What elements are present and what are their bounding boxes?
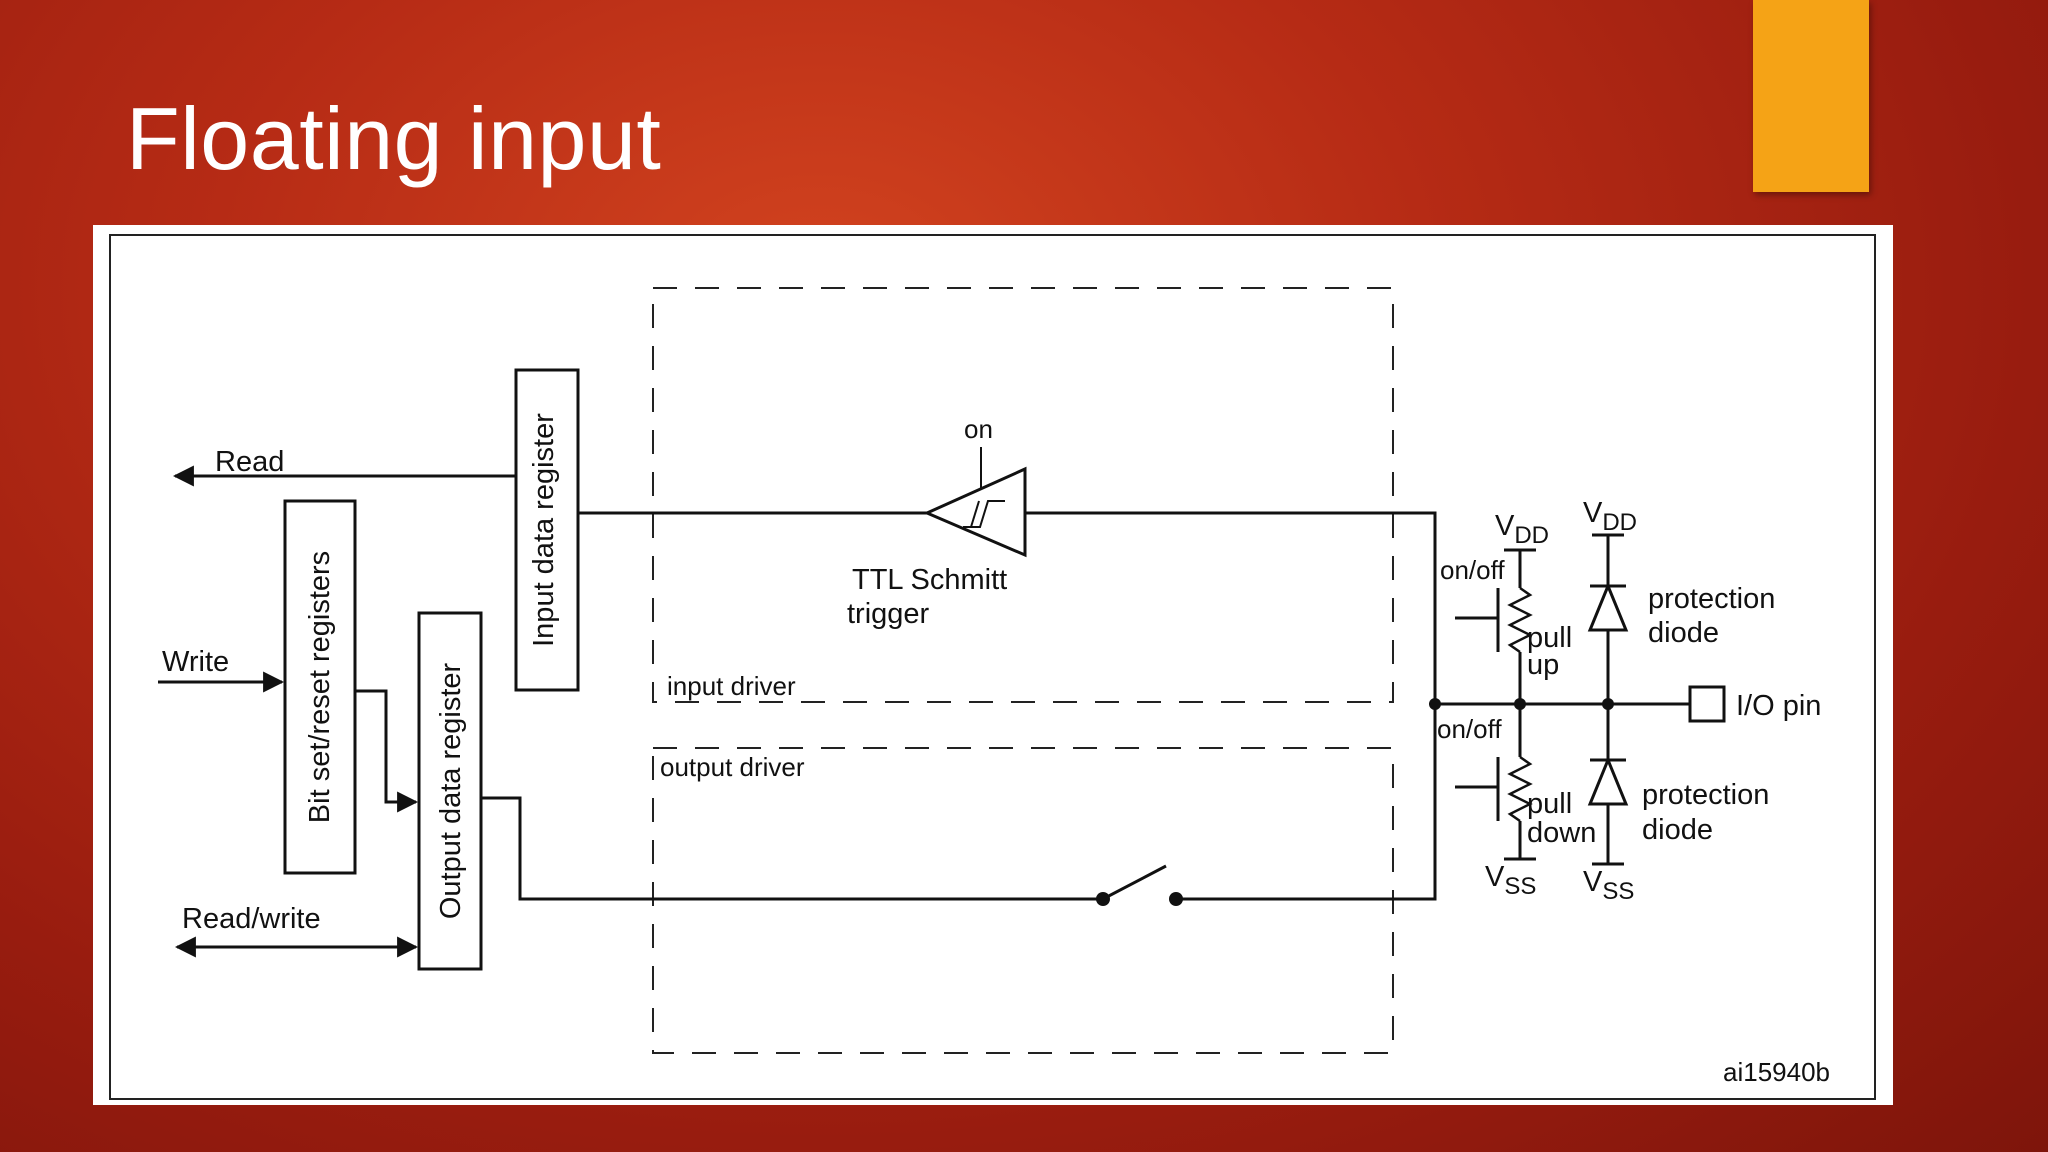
input-driver-label: input driver [667, 671, 796, 701]
bsrr-to-odr-line [355, 689, 419, 813]
bottom-diode-label-2: diode [1642, 814, 1713, 846]
switch-contact-left [1096, 892, 1110, 906]
accent-bar [1753, 0, 1869, 192]
bit-set-reset-registers [283, 499, 357, 875]
figure-panel: Input data register Bit set/reset regist… [93, 225, 1893, 1105]
vss-pulldown-label: VSS [1485, 861, 1536, 900]
input-data-register [514, 368, 580, 692]
bottom-protection-diode [1587, 756, 1629, 806]
pullup-onoff-label: on/off [1440, 555, 1505, 585]
output-switch [1102, 864, 1167, 901]
write-label: Write [162, 646, 229, 678]
schmitt-label-1: TTL Schmitt [852, 564, 1007, 596]
pulldown-label-1: pull [1527, 788, 1572, 820]
figure-code: ai15940b [1723, 1057, 1830, 1087]
io-circuit-diagram: Input data register Bit set/reset regist… [109, 234, 1876, 1100]
vdd-diode-label: VDD [1583, 497, 1637, 536]
bus-node-1 [1429, 698, 1441, 710]
output-driver-label: output driver [660, 752, 805, 782]
read-write-label: Read/write [182, 903, 321, 935]
hysteresis-symbol-2 [970, 500, 980, 528]
output-path-right [1176, 704, 1437, 901]
output-data-register [417, 611, 483, 971]
pullup-label-1: pull [1527, 622, 1572, 654]
pulldown-onoff-label: on/off [1437, 714, 1502, 744]
schmitt-label-2: trigger [847, 598, 930, 630]
pulldown-resistor [1507, 755, 1533, 823]
read-label: Read [215, 446, 284, 478]
pullup-resistor [1507, 586, 1533, 654]
io-pin-label: I/O pin [1736, 690, 1821, 722]
bit-set-reset-label: Bit set/reset registers [304, 551, 336, 823]
vdd-pullup-label: VDD [1495, 510, 1549, 549]
pullup-label-2: up [1527, 649, 1559, 681]
pulldown-label-2: down [1527, 817, 1596, 849]
top-diode-label-1: protection [1648, 583, 1775, 615]
top-protection-diode [1587, 582, 1629, 632]
figure-frame [109, 234, 1876, 1100]
input-driver-region [652, 287, 1394, 703]
schmitt-on-label: on [964, 414, 993, 444]
input-path-right [1025, 511, 1437, 704]
top-diode-label-2: diode [1648, 617, 1719, 649]
output-data-register-label: Output data register [435, 663, 467, 920]
vss-diode-label: VSS [1583, 866, 1634, 905]
output-path-left [481, 796, 1103, 901]
input-data-register-label: Input data register [528, 413, 560, 647]
io-pin [1688, 685, 1726, 723]
bottom-diode-label-1: protection [1642, 779, 1769, 811]
slide-title: Floating input [126, 89, 662, 188]
